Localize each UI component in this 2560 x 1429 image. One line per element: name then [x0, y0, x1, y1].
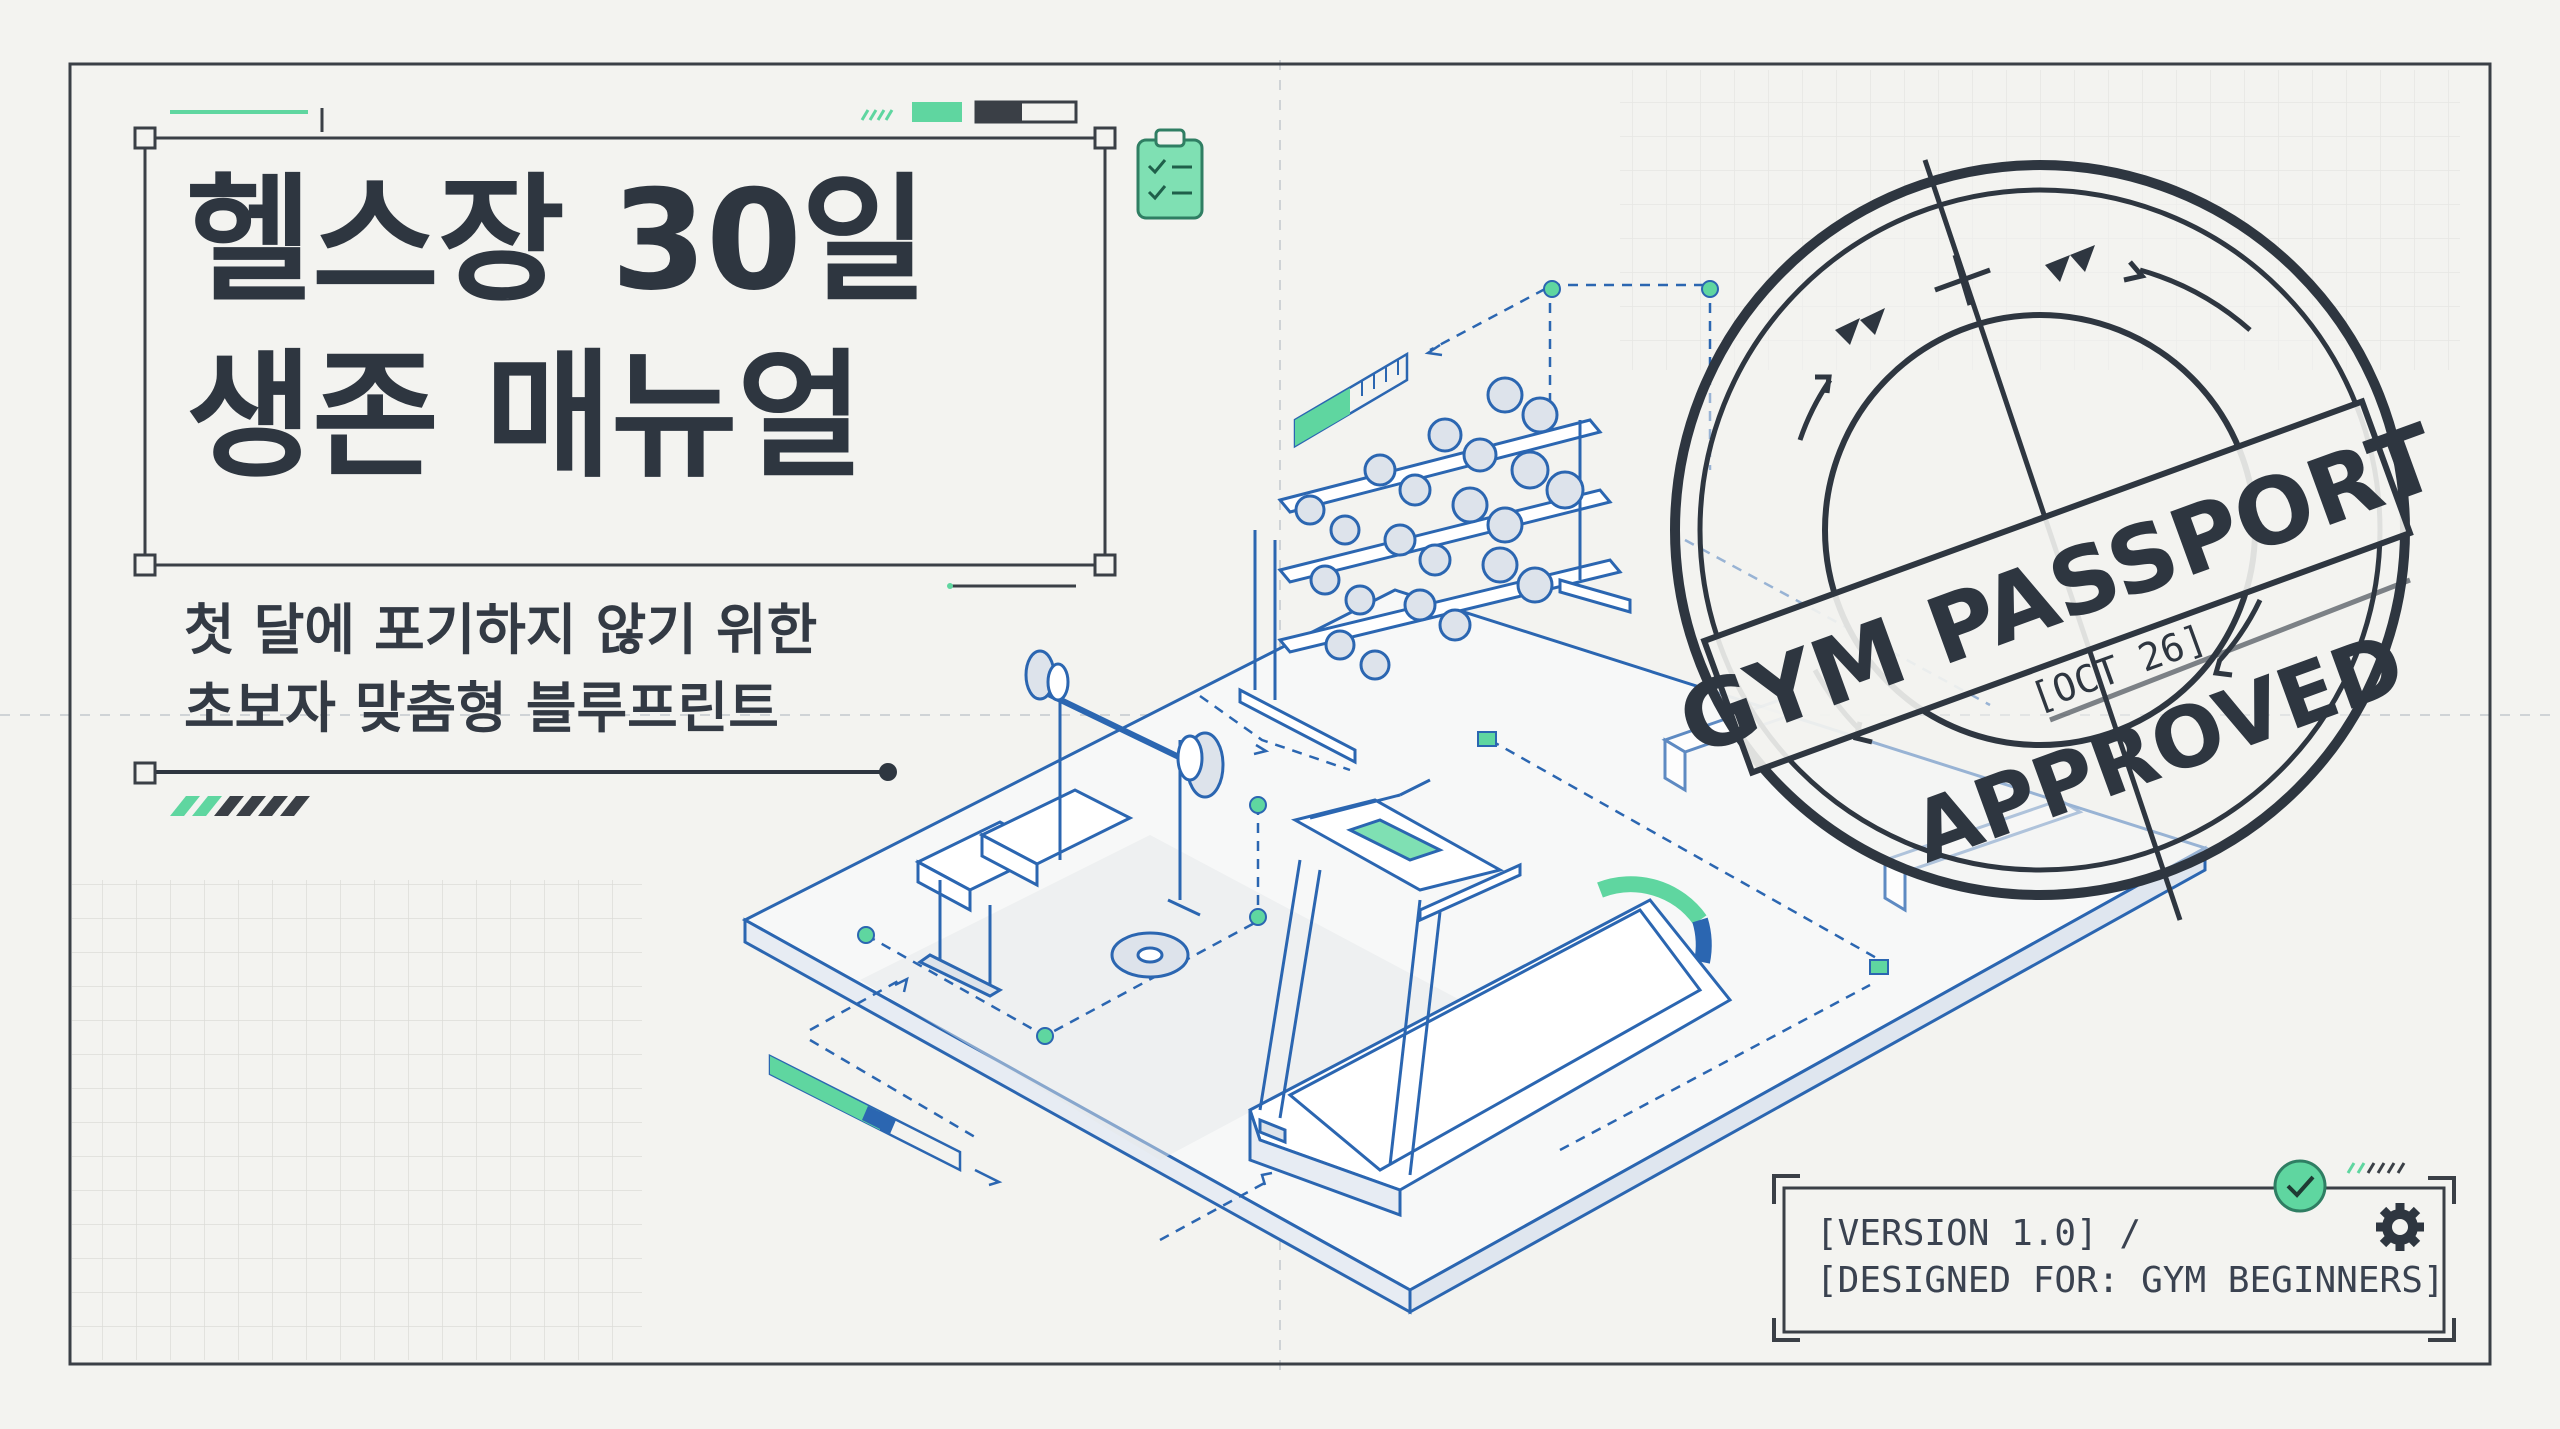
dumbbell-rack — [1238, 376, 1632, 765]
flow-arrows — [894, 343, 1443, 1187]
treadmill — [1248, 778, 1733, 1218]
title-frame — [133, 126, 1117, 577]
subtitle-underline — [133, 583, 1076, 785]
info-box-frame — [1772, 1162, 2456, 1342]
title-line-2: 생존 매뉴얼 — [186, 336, 864, 497]
subtitle-line-1: 첫 달에 포기하지 않기 위한 — [184, 598, 818, 662]
grid-patch-left — [72, 880, 642, 1360]
gear-icon — [2376, 1203, 2424, 1251]
gauge-arc — [1597, 876, 1712, 964]
clipboard-checklist-icon — [1136, 128, 1204, 220]
progress-bar-top — [1293, 351, 1409, 449]
check-circle-icon — [2273, 1159, 2327, 1213]
subtitle-line-2: 초보자 맞춤형 블루프린트 — [184, 676, 779, 740]
top-decorations — [170, 100, 1078, 132]
title-line-1: 헬스장 30일 — [186, 160, 928, 321]
outer-frame — [68, 62, 2492, 1366]
bench-press — [914, 649, 1225, 998]
progress-bar-bottom — [768, 1053, 962, 1173]
stripe-marker — [170, 796, 310, 816]
designed-for-label: [DESIGNED FOR: GYM BEGINNERS] — [1816, 1260, 2445, 1301]
anchor-points — [857, 280, 1889, 1045]
version-label: [VERSION 1.0] / — [1816, 1213, 2142, 1254]
